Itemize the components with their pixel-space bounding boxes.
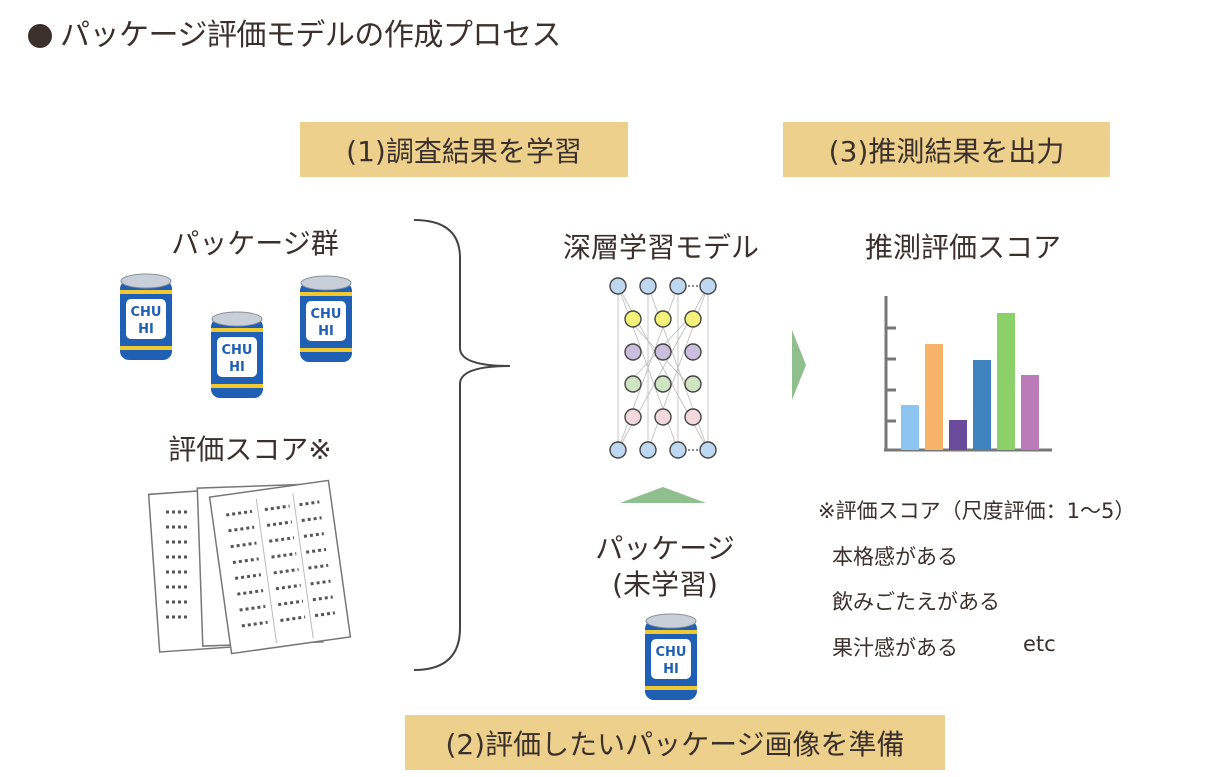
papers-icon	[147, 479, 352, 655]
can-icon: CHU HI	[300, 275, 352, 362]
step2-label: (2)評価したいパッケージ画像を準備	[445, 727, 905, 761]
model-label: 深層学習モデル	[562, 231, 759, 264]
score-note: ※評価スコア（尺度評価：1～5）	[818, 499, 1136, 523]
neural-network-icon	[609, 277, 717, 459]
bullet-icon	[28, 24, 52, 48]
up-arrow-icon	[620, 487, 706, 503]
can-text-bottom: HI	[663, 662, 679, 677]
can-text-top: CHU	[131, 305, 162, 320]
packages-label: パッケージ群	[171, 227, 339, 260]
estimated-score-label: 推測評価スコア	[864, 231, 1061, 264]
new-package-line2: (未学習)	[612, 568, 718, 601]
can-icon: CHU HI	[645, 613, 697, 700]
step2-box: (2)評価したいパッケージ画像を準備	[405, 715, 945, 770]
can-text-bottom: HI	[138, 322, 154, 337]
page-title: パッケージ評価モデルの作成プロセス	[28, 14, 561, 58]
step1-box: (1)調査結果を学習	[300, 122, 628, 177]
step1-label: (1)調査結果を学習	[346, 134, 582, 168]
scores-label: 評価スコア※	[168, 433, 332, 466]
can-text-top: CHU	[311, 307, 342, 322]
can-text-top: CHU	[222, 343, 253, 358]
new-package-line1: パッケージ	[595, 532, 735, 565]
curly-brace-icon	[413, 219, 511, 671]
can-icon: CHU HI	[120, 273, 172, 360]
step3-label: (3)推測結果を出力	[828, 134, 1065, 168]
can-text-bottom: HI	[318, 324, 334, 339]
right-arrow-icon	[792, 330, 806, 400]
can-text-top: CHU	[656, 645, 687, 660]
can-icon: CHU HI	[211, 311, 263, 398]
attribute-3: 果汁感がある	[832, 636, 958, 660]
attribute-2: 飲みごたえがある	[832, 590, 1000, 614]
page-title-text: パッケージ評価モデルの作成プロセス	[60, 18, 561, 53]
step3-box: (3)推測結果を出力	[783, 122, 1110, 177]
etc-label: etc	[1023, 632, 1056, 656]
attribute-1: 本格感がある	[832, 545, 958, 569]
new-package-label: パッケージ (未学習)	[580, 531, 750, 603]
bar-chart-icon	[884, 296, 1052, 452]
can-text-bottom: HI	[229, 360, 245, 375]
